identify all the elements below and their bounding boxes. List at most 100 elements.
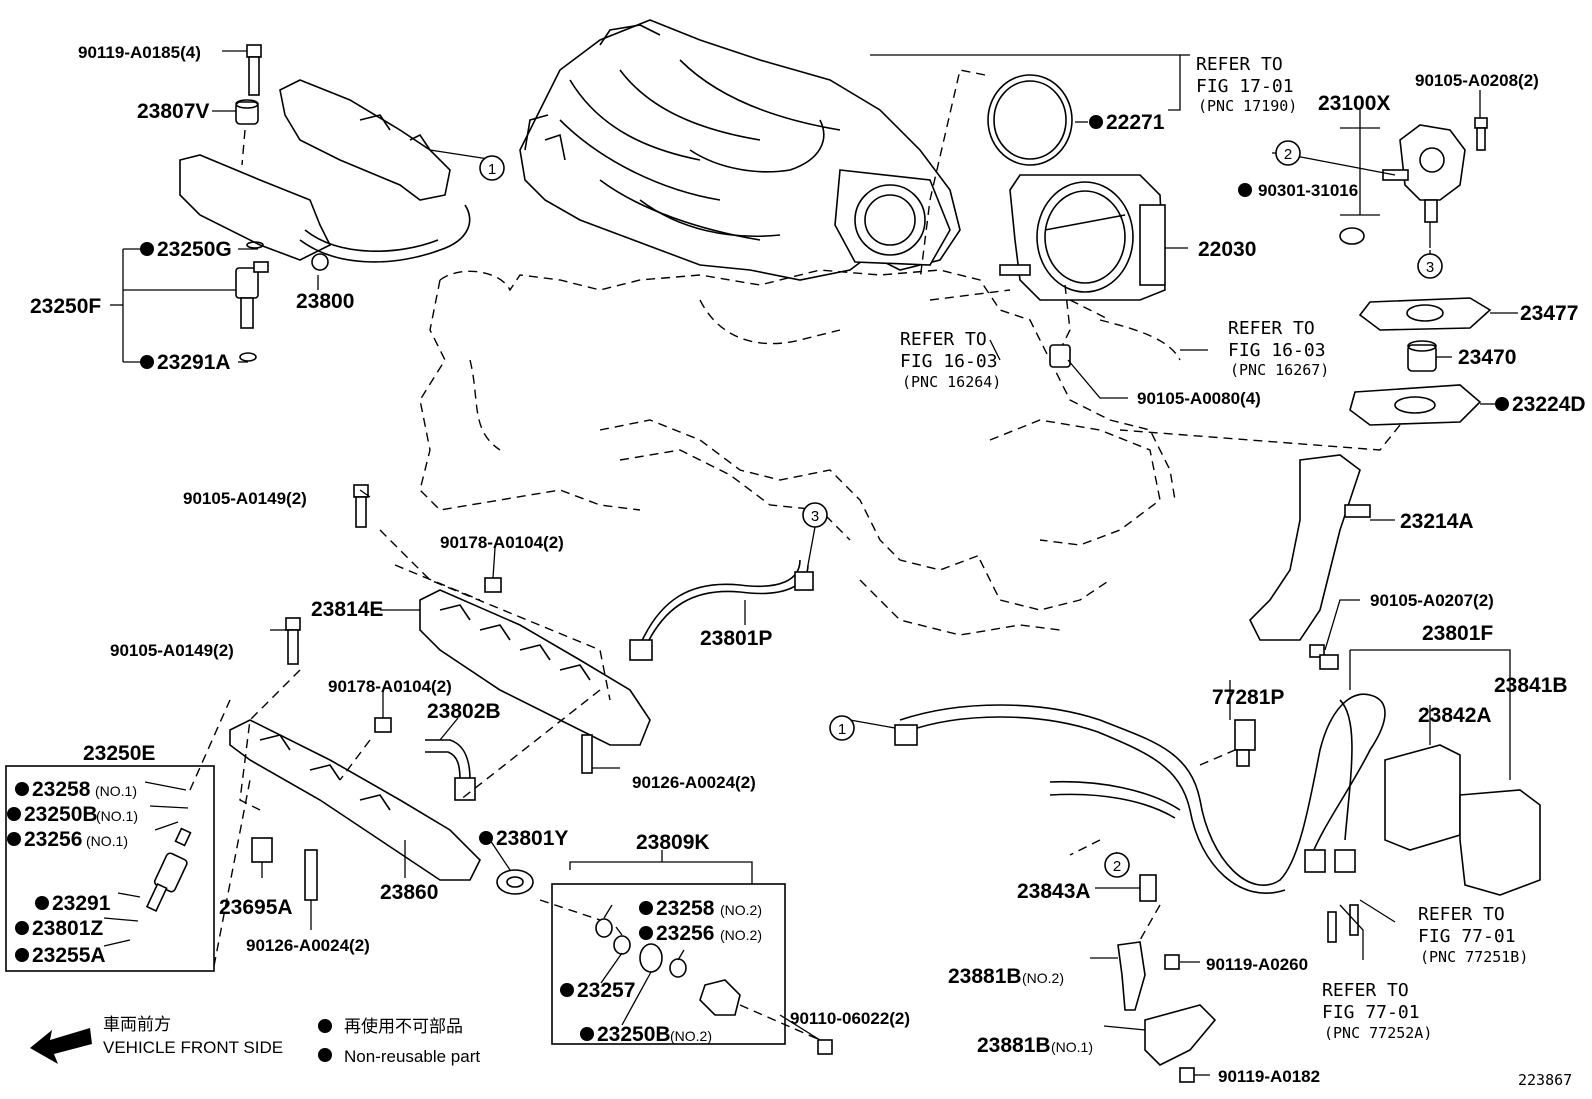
legend-nonreusable-jp: 再使用不可部品 bbox=[344, 1016, 463, 1036]
label-23801Y: 23801Y bbox=[496, 827, 568, 850]
legend-nonreusable-en: Non-reusable part bbox=[344, 1047, 480, 1066]
nonreusable-23255A: 23255A bbox=[15, 944, 106, 967]
label-23224D: 23224D bbox=[1512, 393, 1586, 416]
label-23250B-no1-sub: (NO.1) bbox=[96, 808, 138, 824]
label-23802B: 23802B bbox=[427, 700, 501, 723]
label-23860: 23860 bbox=[380, 881, 438, 904]
ref-16267-line3: (PNC 16267) bbox=[1230, 361, 1329, 379]
nonreusable-23224D: 23224D bbox=[1495, 393, 1586, 416]
label-23814E: 23814E bbox=[311, 598, 383, 621]
label-23250B-no2: 23250B bbox=[597, 1023, 671, 1046]
label-90126-A0024-right: 90126-A0024(2) bbox=[632, 773, 756, 792]
bracket-23881B-no1-illustration bbox=[1144, 1004, 1217, 1066]
upper-fuel-rail-illustration bbox=[179, 79, 471, 271]
fuel-pipe-23801F-illustration bbox=[894, 693, 1386, 894]
label-23256-no1: 23256 bbox=[24, 828, 82, 851]
bolt-90119-A0260-illustration bbox=[1164, 954, 1180, 970]
label-23809K: 23809K bbox=[636, 831, 710, 854]
ref-16264-line2: FIG 16-03 bbox=[900, 351, 998, 372]
label-77281P: 77281P bbox=[1212, 686, 1284, 709]
label-23256-no2-sub: (NO.2) bbox=[720, 927, 762, 943]
label-90105-A0080: 90105-A0080(4) bbox=[1137, 389, 1261, 408]
label-23258-no2-sub: (NO.2) bbox=[720, 902, 762, 918]
bolt-90119-A0185-illustration bbox=[246, 44, 262, 96]
label-90119-A0260: 90119-A0260 bbox=[1206, 955, 1308, 974]
label-90105-A0149-top: 90105-A0149(2) bbox=[183, 489, 307, 508]
label-90126-A0024-left: 90126-A0024(2) bbox=[246, 936, 370, 955]
label-90178-A0104-bottom: 90178-A0104(2) bbox=[328, 677, 452, 696]
label-23256-no2: 23256 bbox=[656, 922, 714, 945]
svg-text:2: 2 bbox=[1113, 858, 1121, 875]
label-23470: 23470 bbox=[1458, 346, 1516, 369]
vehicle-front-arrow-icon bbox=[30, 1028, 92, 1064]
bolt-90105-A0207-illustration bbox=[1309, 644, 1339, 670]
fuel-pipe-23801P-illustration bbox=[629, 559, 814, 661]
nonreusable-90301-31016: 90301-31016 bbox=[1238, 181, 1358, 200]
label-23258-no1: 23258 bbox=[32, 778, 91, 801]
diagram-number: 223867 bbox=[1518, 1071, 1572, 1089]
injector-23250F-illustration bbox=[235, 241, 269, 362]
fuel-rail-23814E-illustration bbox=[419, 589, 651, 746]
nonreusable-23250B-no2: 23250B (NO.2) bbox=[580, 1023, 712, 1046]
legend-front-jp: 車両前方 bbox=[103, 1015, 171, 1034]
clip-23695A-illustration bbox=[251, 837, 273, 863]
gasket-23801Y-illustration bbox=[496, 869, 534, 895]
nut-90178-A0104-top-illustration bbox=[484, 577, 502, 593]
gasket-22271-illustration bbox=[987, 74, 1073, 166]
ref-16267-line2: FIG 16-03 bbox=[1228, 340, 1326, 361]
nonreusable-23250B-no1: 23250B (NO.1) bbox=[7, 803, 138, 826]
bolt-90105-A0080-illustration bbox=[1049, 344, 1071, 368]
nut-90178-A0104-bottom-illustration bbox=[374, 717, 392, 733]
label-23807V: 23807V bbox=[137, 100, 209, 123]
svg-text:3: 3 bbox=[1426, 259, 1434, 276]
label-23881B-no1-sub: (NO.1) bbox=[1051, 1039, 1093, 1055]
stud-90126-A0024-right-illustration bbox=[581, 734, 593, 774]
svg-text:1: 1 bbox=[838, 721, 846, 738]
label-23842A: 23842A bbox=[1418, 704, 1492, 727]
label-23843A: 23843A bbox=[1017, 880, 1091, 903]
nonreusable-23291: 23291 bbox=[35, 892, 111, 915]
label-23801P: 23801P bbox=[700, 627, 772, 650]
label-23477: 23477 bbox=[1520, 302, 1578, 325]
bolt-90105-A0149-bottom-illustration bbox=[285, 617, 301, 665]
injector-kit-box bbox=[5, 699, 251, 972]
label-23257: 23257 bbox=[577, 979, 635, 1002]
label-23250B-no1: 23250B bbox=[24, 803, 98, 826]
label-23250F: 23250F bbox=[30, 295, 101, 318]
nonreusable-23256-no1: 23256 (NO.1) bbox=[7, 828, 128, 851]
connector-23843A-illustration bbox=[1139, 874, 1157, 902]
callout-1-top: 1 bbox=[479, 155, 505, 181]
svg-text:1: 1 bbox=[488, 161, 496, 178]
label-23250B-no2-sub: (NO.2) bbox=[670, 1028, 712, 1044]
fuel-rail-23860-illustration bbox=[229, 719, 481, 881]
ref-17190-line2: FIG 17-01 bbox=[1196, 76, 1294, 97]
label-23801F: 23801F bbox=[1422, 622, 1493, 645]
ref-17190-line3: (PNC 17190) bbox=[1198, 97, 1297, 115]
nonreusable-23801Z: 23801Z bbox=[15, 917, 103, 940]
label-22030: 22030 bbox=[1198, 238, 1256, 261]
nonreusable-23258-no1: 23258 (NO.1) bbox=[15, 778, 137, 801]
nonreusable-dot-icon-2 bbox=[318, 1048, 332, 1062]
cover-23842A-illustration bbox=[1384, 744, 1461, 851]
gasket-23224D-illustration bbox=[1349, 384, 1482, 426]
nonreusable-23250G: 23250G bbox=[140, 238, 232, 261]
label-23100X: 23100X bbox=[1318, 92, 1390, 115]
label-90178-A0104-top: 90178-A0104(2) bbox=[440, 533, 564, 552]
clamp-77281P-illustration bbox=[1234, 719, 1256, 767]
ref-17190-line1: REFER TO bbox=[1196, 54, 1283, 75]
gasket-23477-illustration bbox=[1358, 297, 1492, 331]
ref-77252A-line1: REFER TO bbox=[1322, 980, 1409, 1001]
nonreusable-22271: 22271 bbox=[1089, 111, 1165, 134]
intake-manifold-illustration bbox=[519, 19, 961, 281]
legend-front-en: VEHICLE FRONT SIDE bbox=[103, 1038, 283, 1057]
ref-77252A-line2: FIG 77-01 bbox=[1322, 1002, 1420, 1023]
label-23214A: 23214A bbox=[1400, 510, 1474, 533]
label-23258-no2: 23258 bbox=[656, 897, 715, 920]
callout-1-bottom: 1 bbox=[829, 715, 855, 741]
label-22271: 22271 bbox=[1106, 111, 1165, 134]
bracket-23214A-illustration bbox=[1249, 454, 1371, 641]
pipe-23802B-illustration bbox=[425, 739, 476, 801]
callout-3-mid: 3 bbox=[802, 502, 828, 528]
bolt-90110-06022-illustration bbox=[817, 1039, 833, 1055]
